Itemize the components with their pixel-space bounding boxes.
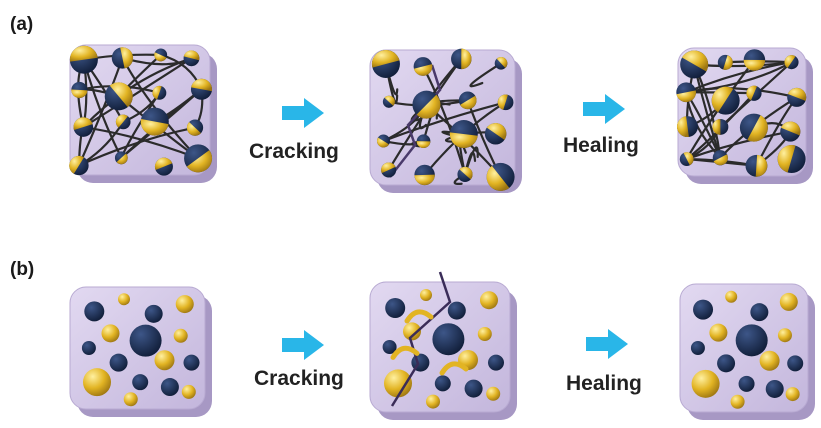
tile-a-cracked	[370, 49, 522, 193]
gold-capsule	[780, 293, 798, 311]
gold-capsule	[709, 324, 727, 342]
gold-capsule	[725, 291, 737, 303]
gold-capsule	[480, 291, 498, 309]
dark-capsule	[766, 380, 784, 398]
dark-capsule	[750, 303, 768, 321]
tile-b-healed	[680, 284, 815, 420]
dark-capsule	[435, 375, 451, 391]
dark-capsule	[448, 302, 466, 320]
gold-capsule	[176, 295, 194, 313]
gold-capsule	[486, 387, 500, 401]
gold-capsule	[786, 387, 800, 401]
gold-capsule	[420, 289, 432, 301]
gold-capsule	[692, 370, 720, 398]
gold-capsule	[174, 329, 188, 343]
dark-capsule	[385, 298, 405, 318]
dark-capsule	[145, 305, 163, 323]
dark-capsule	[110, 354, 128, 372]
gold-capsule	[478, 327, 492, 341]
dark-capsule	[82, 341, 96, 355]
dark-capsule	[739, 376, 755, 392]
gold-capsule	[155, 350, 175, 370]
arrow-healing-a	[583, 94, 625, 124]
dark-capsule	[132, 374, 148, 390]
arrow-healing-b	[586, 329, 628, 359]
arrow-cracking-a	[282, 98, 324, 128]
dark-capsule	[488, 355, 504, 371]
dark-capsule	[432, 323, 464, 355]
dark-capsule	[717, 354, 735, 372]
dark-capsule	[691, 341, 705, 355]
gold-capsule	[124, 392, 138, 406]
tile-b-cracked	[370, 272, 517, 420]
gold-capsule	[731, 395, 745, 409]
dark-capsule	[184, 355, 200, 371]
dark-capsule	[84, 301, 104, 321]
gold-capsule	[182, 385, 196, 399]
tile-a-initial	[69, 45, 217, 183]
gold-capsule	[426, 395, 440, 409]
gold-capsule	[102, 324, 120, 342]
tile-a-healed	[676, 48, 813, 184]
dark-capsule	[161, 378, 179, 396]
gold-capsule	[118, 293, 130, 305]
gold-capsule	[760, 351, 780, 371]
arrow-cracking-b	[282, 330, 324, 360]
tile-b-initial	[70, 287, 212, 417]
dark-capsule	[693, 300, 713, 320]
dark-capsule	[465, 380, 483, 398]
dark-capsule	[736, 324, 768, 356]
gold-capsule	[83, 368, 111, 396]
gold-capsule	[384, 369, 412, 397]
dark-capsule	[130, 325, 162, 357]
dark-capsule	[787, 355, 803, 371]
gold-capsule	[778, 328, 792, 342]
